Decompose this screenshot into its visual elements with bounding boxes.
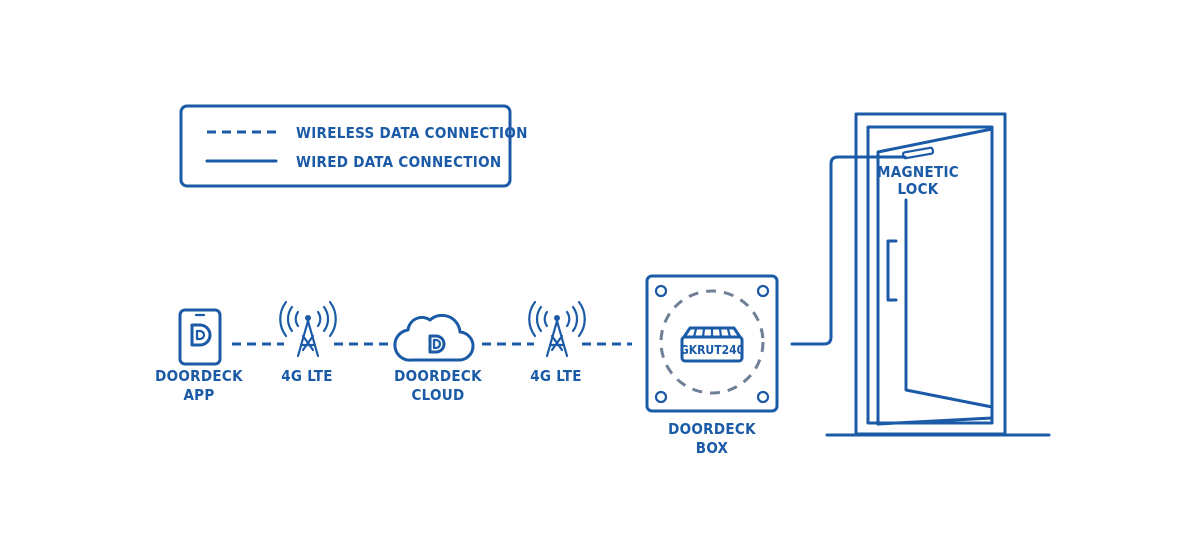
legend: WIRELESS DATA CONNECTION WIRED DATA CONN… [179,104,528,188]
cloud-outline [393,313,475,362]
router-icon [680,326,744,363]
box-label-line1: DOORDECK [668,420,756,438]
wired-link-box-lock [790,155,907,346]
tower-right-label: 4G LTE [530,367,582,385]
door-icon [825,112,1051,437]
door-leaf-bottom [876,416,994,426]
box-screw-bl [654,390,668,404]
cloud-doordeck-logo-inner [432,338,442,350]
legend-box [179,104,512,188]
phone-icon [178,308,222,366]
doordeck-logo-inner [195,329,206,341]
box-outline [645,274,779,413]
box-screw-tr [756,284,770,298]
lock-label-line1: MAGNETIC [877,163,959,181]
lock-label-line2: LOCK [897,180,938,198]
box-label-line2: BOX [696,439,729,457]
app-label-line1: DOORDECK [155,367,243,385]
box-screw-br [756,390,770,404]
lock-label-bg [880,162,956,198]
cell-tower-icon-left [279,300,337,358]
tower-right-antenna [554,315,560,321]
doordeck-box: GKRUT240 [645,274,779,413]
door-leaf-inner-edge [904,198,994,409]
legend-wireless-label: WIRELESS DATA CONNECTION [296,124,528,142]
box-screw-tl [654,284,668,298]
cloud-label-line2: CLOUD [411,386,464,404]
cloud-label-line1: DOORDECK [394,367,482,385]
doordeck-logo-icon [190,323,212,347]
phone-body [178,308,222,366]
box-dashed-ring [659,289,765,395]
legend-wired-label: WIRED DATA CONNECTION [296,153,501,171]
cell-tower-icon-right [528,300,586,358]
door-frame-inner [866,125,994,425]
cloud-doordeck-logo-icon [428,334,446,354]
door-handle-icon [886,239,898,302]
door-leaf-top [876,127,994,426]
box-device-label: GKRUT240 [680,343,744,357]
app-label-line2: APP [183,386,214,404]
router-body [680,335,744,363]
tower-left-antenna [305,315,311,321]
magnetic-lock-icon [901,146,935,160]
cloud-icon [393,313,475,362]
tower-left-label: 4G LTE [281,367,333,385]
